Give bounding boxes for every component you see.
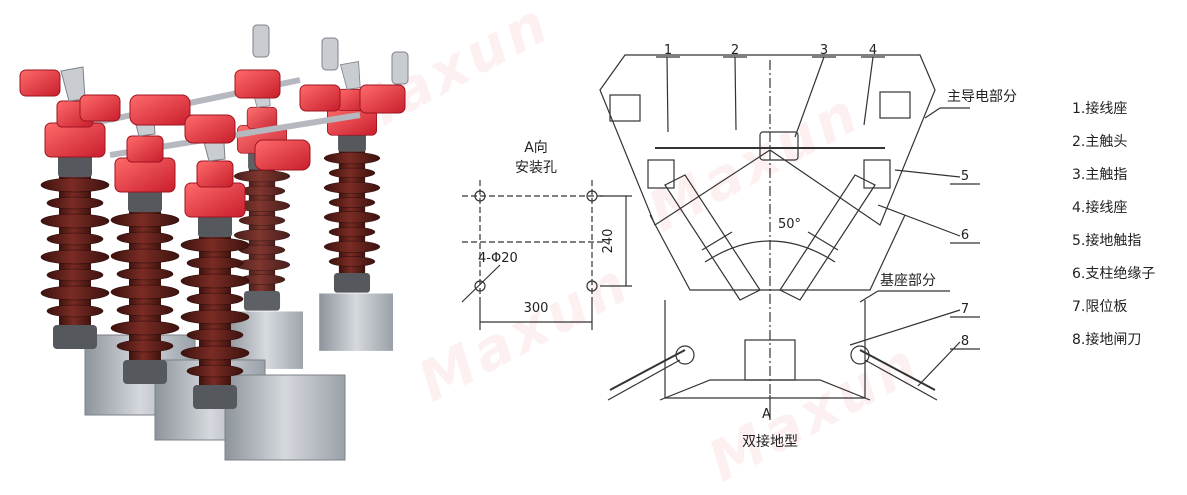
callout-4: 4 [869, 43, 877, 58]
callout-5: 5 [961, 169, 969, 184]
legend-item: 8.接地闸刀 [1072, 332, 1142, 348]
callout-7: 7 [961, 302, 969, 317]
product-photo [19, 24, 409, 461]
diagram-caption: 双接地型 [742, 433, 798, 450]
callout-2: 2 [731, 43, 739, 58]
legend-item: 5.接地触指 [1072, 233, 1142, 249]
main-conductor-label: 主导电部分 [947, 89, 1017, 105]
height-dimension-label: 240 [601, 229, 616, 254]
callout-6: 6 [961, 228, 969, 243]
technical-drawing: A向 安装孔 4-Φ20 300 240 1 2 3 4 5 6 7 8 主导电… [461, 43, 1017, 450]
callout-3: 3 [820, 43, 828, 58]
legend-item: 7.限位板 [1072, 299, 1128, 315]
view-marker: A [762, 407, 771, 422]
mounting-title-line1: A向 [524, 140, 548, 156]
callout-8: 8 [961, 334, 969, 349]
legend-item: 1.接线座 [1072, 101, 1128, 117]
legend-item: 4.接线座 [1072, 200, 1128, 216]
angle-label: 50° [778, 217, 801, 232]
mounting-hole-drawing [461, 180, 632, 330]
legend-item: 2.主触头 [1072, 134, 1128, 150]
legend-item: 6.支柱绝缘子 [1072, 266, 1156, 282]
base-label: 基座部分 [880, 272, 936, 289]
main-assembly-drawing [599, 54, 980, 420]
parts-legend: 1.接线座 2.主触头 3.主触指 4.接线座 5.接地触指 6.支柱绝缘子 7… [1072, 99, 1155, 363]
width-dimension-label: 300 [524, 301, 549, 316]
callout-1: 1 [664, 43, 672, 58]
legend-item: 3.主触指 [1072, 167, 1128, 183]
mounting-title-line2: 安装孔 [515, 160, 557, 176]
hole-spec-label: 4-Φ20 [478, 251, 518, 266]
